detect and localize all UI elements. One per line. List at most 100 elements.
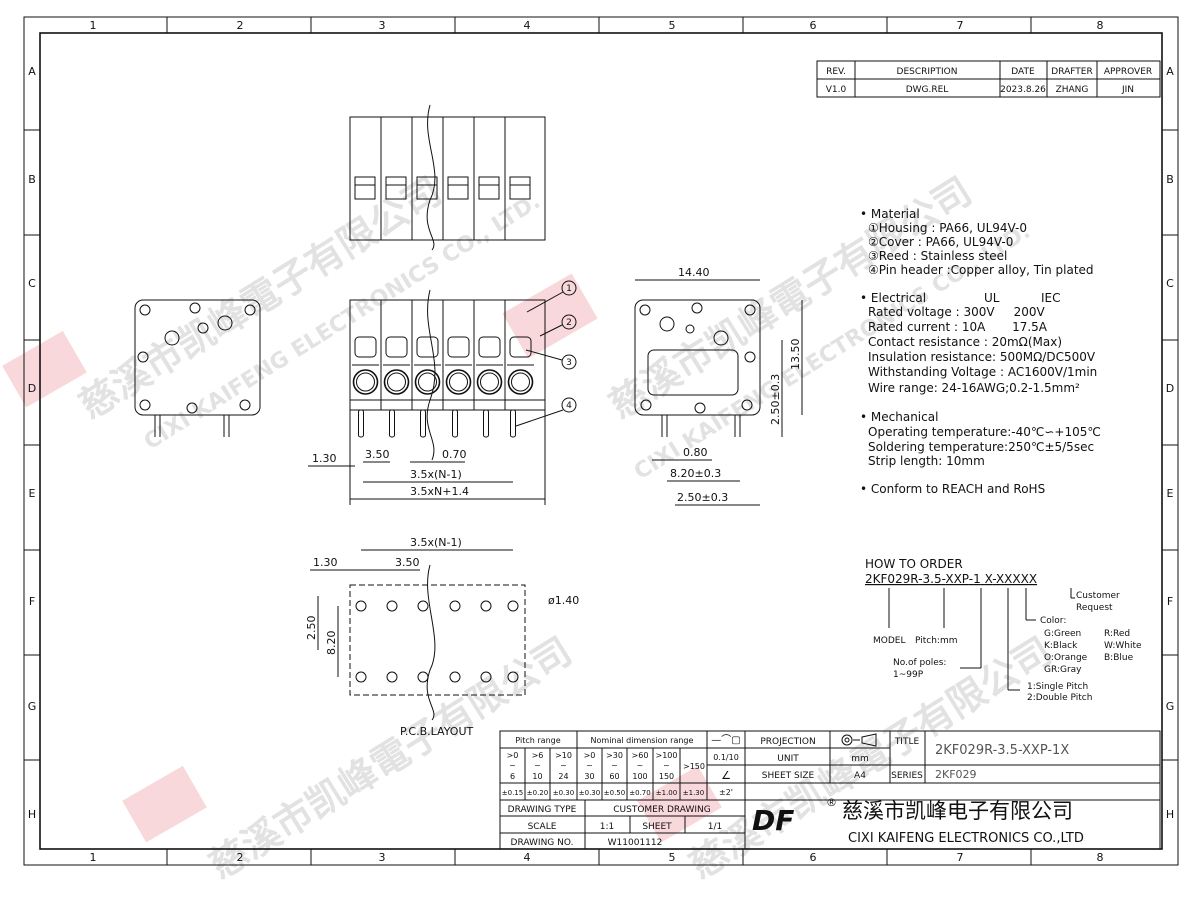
scale-value: 1:1 <box>600 822 614 832</box>
side-view: 14.40 13.50 2.50±0.3 0.80 8.20±0.3 2.50±… <box>634 266 803 506</box>
scale-label: SCALE <box>528 822 557 832</box>
order-poles-range: 1~99P <box>893 670 924 680</box>
break-line <box>426 564 436 721</box>
hole <box>244 304 256 316</box>
projection-symbol-icon <box>841 733 877 747</box>
hole <box>139 399 151 411</box>
spec-line: Withstanding Voltage : AC1600V/1min <box>868 365 1097 379</box>
hole <box>137 351 149 363</box>
front-view <box>349 289 546 461</box>
grid-column-label: 6 <box>810 19 817 32</box>
approver-header: APPROVER <box>1104 67 1152 77</box>
pcb-hole <box>507 671 519 683</box>
range-from: >10 <box>555 751 572 760</box>
break-line <box>426 289 436 461</box>
grid-row-label: G <box>28 700 37 713</box>
spec-line: Rated current : 10A 17.5A <box>868 320 1048 334</box>
svg-text:3: 3 <box>566 358 572 368</box>
order-single-pitch: 1:Single Pitch <box>1027 682 1088 692</box>
series-value: 2KF029 <box>935 768 977 781</box>
wire-hole <box>445 369 472 395</box>
wire-hole <box>507 369 534 395</box>
tolerance-value: ±0.20 <box>527 789 548 797</box>
grid-column-label: 8 <box>1097 19 1104 32</box>
grid-row-label: D <box>1166 382 1174 395</box>
grid-column-label: 3 <box>379 19 386 32</box>
iec-header: IEC <box>1041 291 1061 305</box>
svg-text:®: ® <box>826 796 837 809</box>
hole <box>685 324 695 334</box>
sheet-size-value: A4 <box>854 771 866 781</box>
sheet-value: 1/1 <box>708 822 722 832</box>
range-tilde: ~ <box>586 761 593 770</box>
dim-width: 14.40 <box>678 266 710 279</box>
order-color-title: Color: <box>1040 616 1066 626</box>
pcb-hole <box>507 600 519 612</box>
range-to: 6 <box>510 772 515 781</box>
hole <box>239 399 251 411</box>
range-from: >60 <box>632 751 649 760</box>
pcb-dim-pitch: 3.5x(N-1) <box>410 536 462 549</box>
dim-1-30: 1.30 <box>312 452 337 465</box>
description-header: DESCRIPTION <box>897 67 958 77</box>
pcb-hole <box>417 600 429 612</box>
sheet-label: SHEET <box>642 822 672 832</box>
pcb-hole <box>355 600 367 612</box>
title-block: >0~6>6~10>10~24>0~30>30~60>60~100>100~15… <box>499 730 1161 850</box>
wire-hole <box>476 369 503 395</box>
pin <box>483 409 489 438</box>
range-from: >100 <box>656 751 678 760</box>
nominal-range-label: Nominal dimension range <box>591 736 694 745</box>
sheet-size-label: SHEET SIZE <box>762 771 815 781</box>
pcb-dim-8-20: 8.20 <box>325 631 338 656</box>
approver-value: JIN <box>1121 85 1134 95</box>
wire-entry <box>385 176 407 200</box>
tolerance-value: ±0.30 <box>579 789 600 797</box>
pin <box>358 409 364 438</box>
svg-text:Request: Request <box>1076 603 1113 613</box>
svg-text:G:Green: G:Green <box>1044 629 1081 639</box>
tolerance-value: ±0.50 <box>604 789 625 797</box>
grid-row-label: A <box>28 65 36 78</box>
range-to: 24 <box>558 772 568 781</box>
hole <box>640 399 652 411</box>
range-from: >6 <box>532 751 544 760</box>
conform-note: • Conform to REACH and RoHS <box>860 482 1045 496</box>
hole <box>189 302 201 314</box>
grid-row-label: G <box>1166 700 1175 713</box>
wire-hole <box>383 369 410 395</box>
pcb-hole <box>480 671 492 683</box>
pcb-hole <box>386 671 398 683</box>
drawing-type-value: CUSTOMER DRAWING <box>613 805 711 815</box>
hole <box>139 304 151 316</box>
spec-line: Strip length: 10mm <box>868 454 985 468</box>
grid-column-label: 1 <box>90 851 97 864</box>
date-header: DATE <box>1011 67 1035 77</box>
grid-row-label: E <box>29 487 36 500</box>
wire-hole-inner <box>356 372 375 392</box>
over-150: >150 <box>683 762 705 771</box>
revision-table: REV. DESCRIPTION DATE DRAFTER APPROVER V… <box>816 60 1161 98</box>
order-title: HOW TO ORDER <box>865 557 963 571</box>
wire-hole-inner <box>418 372 437 392</box>
svg-text:W:White: W:White <box>1104 641 1142 651</box>
pcb-layout-label: P.C.B.LAYOUT <box>400 725 474 738</box>
pin <box>452 409 458 438</box>
range-from: >30 <box>606 751 623 760</box>
rev-header: REV. <box>826 67 846 77</box>
description-value: DWG.REL <box>906 85 949 95</box>
grid-row-label: H <box>1166 808 1174 821</box>
grid-column-label: 4 <box>524 851 531 864</box>
release-button <box>354 336 377 358</box>
release-button <box>447 336 470 358</box>
callouts: 1 2 3 4 <box>515 280 577 427</box>
pcb-hole <box>449 671 461 683</box>
break-line <box>426 104 436 251</box>
range-to: 100 <box>632 772 647 781</box>
flatness: 0.1/10 <box>713 753 739 762</box>
hole <box>744 351 756 363</box>
hole <box>639 304 651 316</box>
grid-row-label: B <box>1166 173 1174 186</box>
spec-line: Rated voltage : 300V 200V <box>868 305 1046 319</box>
